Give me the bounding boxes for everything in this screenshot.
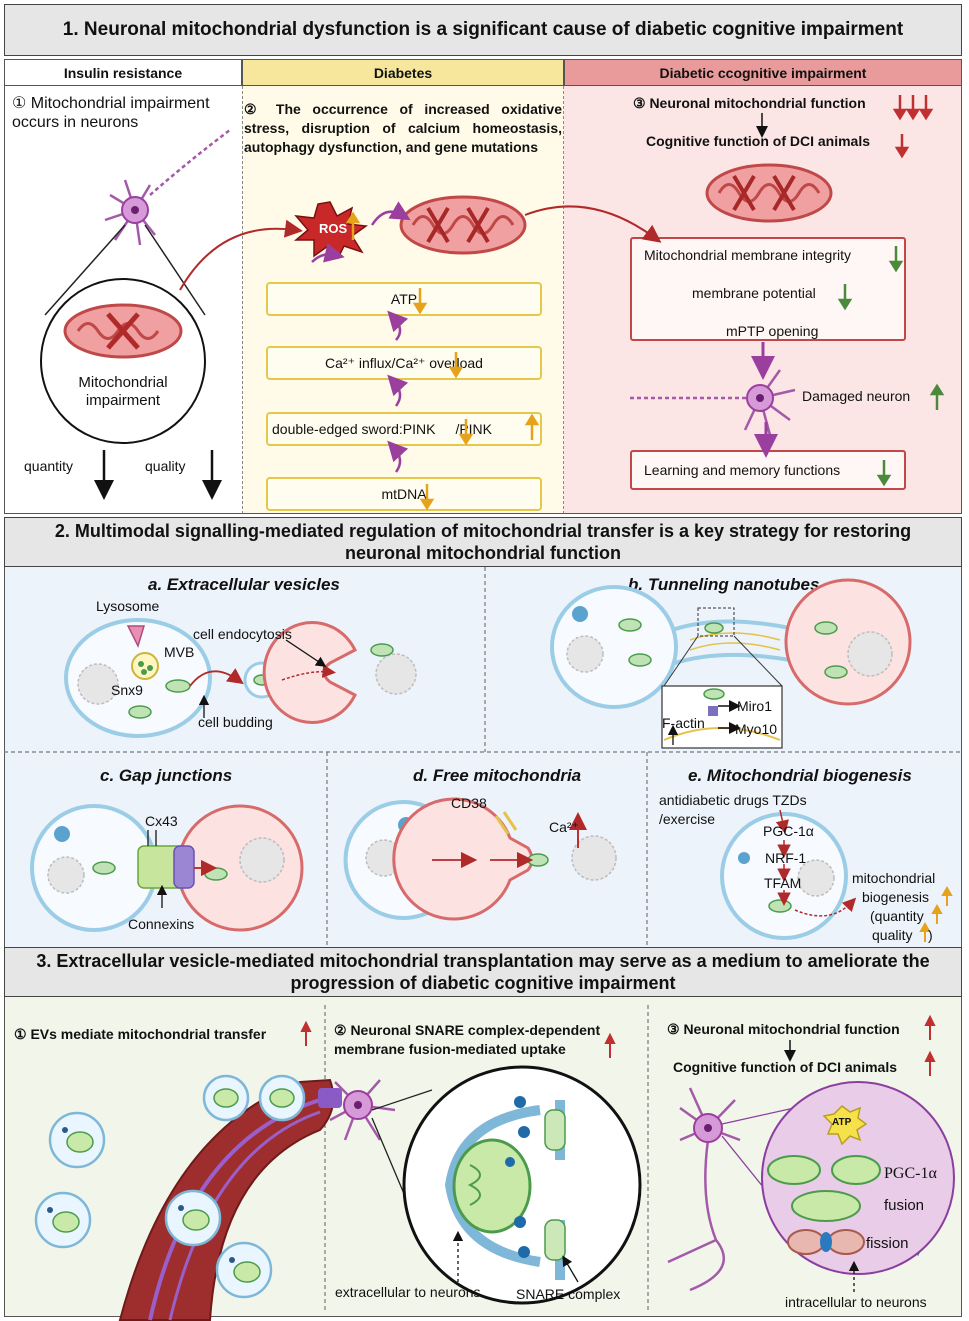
panel-a-title: a. Extracellular vesicles bbox=[148, 575, 340, 594]
miro-label: Miro1 bbox=[737, 698, 773, 714]
mptp-opening: mPTP opening bbox=[726, 323, 819, 339]
pgc-label: PGC-1α bbox=[763, 823, 814, 839]
biogen-out4: quality bbox=[872, 927, 913, 943]
pink-text-a: double-edged sword:PINK bbox=[272, 421, 436, 437]
step1-text: ① Mitochondrial impairment occurs in neu… bbox=[12, 95, 210, 131]
s3-intra: intracellular to neurons bbox=[785, 1294, 927, 1310]
damaged-neuron-icon bbox=[630, 369, 796, 436]
lysosome-label: Lysosome bbox=[96, 598, 160, 614]
s3-pgc: PGC-1α bbox=[884, 1165, 937, 1182]
biogen-out1: mitochondrial bbox=[852, 870, 936, 886]
s3-p1: ① EVs mediate mitochondrial transfer bbox=[14, 1026, 267, 1042]
panel-d-title: d. Free mitochondria bbox=[413, 766, 582, 785]
endocytosis-label: cell endocytosis bbox=[193, 626, 292, 642]
damaged-neuron-label: Damaged neuron bbox=[802, 388, 911, 404]
atp-text: ATP bbox=[390, 291, 418, 307]
s3-p3a: ③ Neuronal mitochondrial function bbox=[667, 1021, 900, 1037]
header-insulin: Insulin resistance bbox=[4, 59, 242, 86]
panel-c-cells bbox=[30, 804, 304, 932]
drugs-label: antidiabetic drugs TZDs bbox=[659, 792, 807, 808]
biogen-out5: ) bbox=[928, 927, 933, 943]
header-diabetes: Diabetes bbox=[242, 59, 564, 86]
step3b-text: Cognitive function of DCI animals bbox=[646, 133, 871, 149]
section1-arrows bbox=[179, 113, 778, 473]
budding-label: cell budding bbox=[198, 714, 273, 730]
membrane-box: Mitochondrial membrane integrity membran… bbox=[630, 237, 906, 341]
panel-c-title: c. Gap junctions bbox=[100, 766, 233, 785]
s3-snare-label: SNARE complex bbox=[516, 1286, 621, 1302]
s3-fission: fission bbox=[866, 1235, 909, 1252]
quality-label: quality bbox=[145, 458, 186, 474]
section3-title: 3. Extracellular vesicle-mediated mitoch… bbox=[4, 947, 962, 997]
quantity-label: quantity bbox=[24, 458, 74, 474]
learning-text: Learning and memory functions bbox=[644, 462, 841, 478]
zoom-lines bbox=[44, 224, 206, 316]
neuron-icon bbox=[104, 129, 231, 246]
mito-damaged-col3 bbox=[705, 163, 833, 223]
panel-e-cell bbox=[720, 809, 953, 942]
mito-damaged-col2 bbox=[399, 195, 527, 255]
s3-p2: ② Neuronal SNARE complex-dependent membr… bbox=[334, 1022, 601, 1057]
biogen-out2: biogenesis bbox=[862, 889, 929, 905]
s3-fusion: fusion bbox=[884, 1197, 925, 1214]
biogen-out3: (quantity bbox=[870, 908, 924, 924]
mtdna-text: mtDNA bbox=[381, 486, 427, 502]
factin-label: F-actin bbox=[662, 715, 705, 731]
membrane-potential: membrane potential bbox=[692, 285, 816, 301]
cx43-label: Cx43 bbox=[145, 813, 178, 829]
section2-dividers bbox=[4, 567, 962, 947]
mito-impairment-label: Mitochondrial impairment bbox=[78, 374, 168, 409]
col1-down-arrows bbox=[94, 450, 222, 500]
panel-a-cells bbox=[64, 618, 417, 738]
cd38-label: CD38 bbox=[451, 795, 487, 811]
panel-d-cells bbox=[343, 797, 617, 921]
mvb-label: MVB bbox=[164, 644, 195, 660]
panel-b-title: b. Tunneling nanotubes bbox=[628, 575, 820, 594]
membrane-integrity: Mitochondrial membrane integrity bbox=[644, 247, 851, 263]
ca-label-d: Ca²⁺ bbox=[549, 819, 579, 835]
panel-e-title: e. Mitochondrial biogenesis bbox=[688, 766, 912, 785]
exercise-label: /exercise bbox=[659, 811, 716, 827]
ros-label: ROS bbox=[319, 221, 348, 236]
pink-text-b: /PINK bbox=[455, 421, 493, 437]
section1-title: 1. Neuronal mitochondrial dysfunction is… bbox=[4, 4, 962, 56]
step3a-text: ③ Neuronal mitochondrial function bbox=[633, 95, 866, 111]
box-mtdna: mtDNA bbox=[266, 477, 542, 511]
box-pink: double-edged sword:PINK /PINK bbox=[266, 412, 542, 446]
status-arrows-s1 bbox=[345, 95, 945, 511]
section2-title: 2. Multimodal signalling-mediated regula… bbox=[4, 517, 962, 567]
s3-p3b: Cognitive function of DCI animals bbox=[673, 1059, 898, 1075]
snx9-label: Snx9 bbox=[111, 682, 143, 698]
tfam-label: TFAM bbox=[764, 875, 802, 891]
myo-label: Myo10 bbox=[735, 721, 778, 737]
s3-atp: ATP bbox=[832, 1117, 852, 1128]
connexins-label: Connexins bbox=[128, 916, 195, 932]
ca-text: Ca²⁺ influx/Ca²⁺ overload bbox=[325, 354, 483, 371]
step2-text: ② The occurrence of increased oxidative … bbox=[244, 101, 562, 155]
header-dci: Diabetic ccognitive impairment bbox=[564, 59, 962, 86]
mito-zoom-circle bbox=[40, 278, 206, 444]
panel-b-cells bbox=[550, 578, 912, 749]
nrf-label: NRF-1 bbox=[765, 850, 807, 866]
s3-extra-label: extracellular to neurons bbox=[335, 1284, 481, 1300]
